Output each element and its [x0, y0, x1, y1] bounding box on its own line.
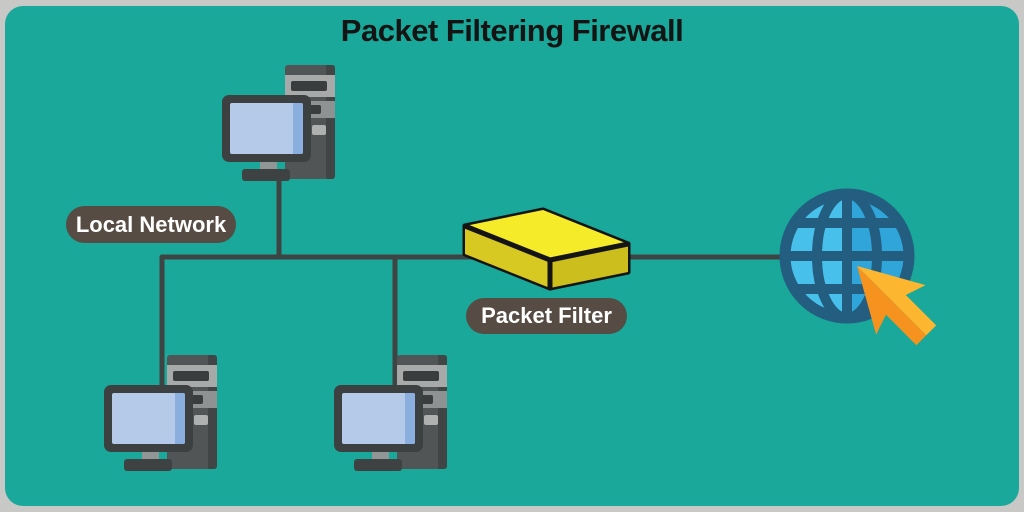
local-network-label: Local Network	[66, 206, 236, 243]
local-network-label-text: Local Network	[75, 211, 227, 237]
globe-grid	[779, 188, 915, 324]
firewall-inner-edges	[462, 223, 631, 291]
drive-slot	[403, 371, 439, 381]
tower-side-panel	[438, 355, 447, 469]
packet-filter-label-text: Packet Filter	[481, 303, 612, 328]
drive-bay	[167, 365, 217, 387]
power-button	[312, 125, 326, 135]
tower-side-panel	[326, 65, 335, 179]
monitor-base	[242, 169, 290, 181]
workstation-bottom-right-icon	[334, 355, 450, 471]
workstation-bottom-left-icon	[104, 355, 220, 471]
network-lines	[159, 172, 790, 392]
cursor-arrow-icon	[857, 266, 937, 346]
drive-bay	[397, 365, 447, 387]
monitor-screen	[230, 103, 303, 154]
screen-edge-shade	[405, 393, 415, 444]
cursor-light-half	[857, 266, 937, 336]
power-button	[424, 415, 438, 425]
packet-filter-label: Packet Filter	[466, 298, 627, 334]
firewall-slab-icon	[462, 207, 631, 291]
monitor-base	[354, 459, 402, 471]
workstation-top-icon	[222, 65, 338, 181]
monitor	[222, 95, 311, 162]
drive-bay	[285, 75, 335, 97]
drive-slot	[291, 81, 327, 91]
firewall-left-face	[465, 226, 550, 288]
tower-side-panel	[208, 355, 217, 469]
cursor-dark-half	[857, 266, 927, 346]
monitor-screen	[112, 393, 185, 444]
firewall-top-face	[465, 210, 628, 260]
firewall-right-face	[550, 244, 628, 288]
screen-edge-shade	[175, 393, 185, 444]
monitor	[104, 385, 193, 452]
power-button	[194, 415, 208, 425]
globe-icon	[779, 188, 915, 324]
screen-edge-shade	[293, 103, 303, 154]
monitor	[334, 385, 423, 452]
page-title: Packet Filtering Firewall	[340, 13, 684, 48]
drive-slot	[173, 371, 209, 381]
monitor-base	[124, 459, 172, 471]
monitor-screen	[342, 393, 415, 444]
